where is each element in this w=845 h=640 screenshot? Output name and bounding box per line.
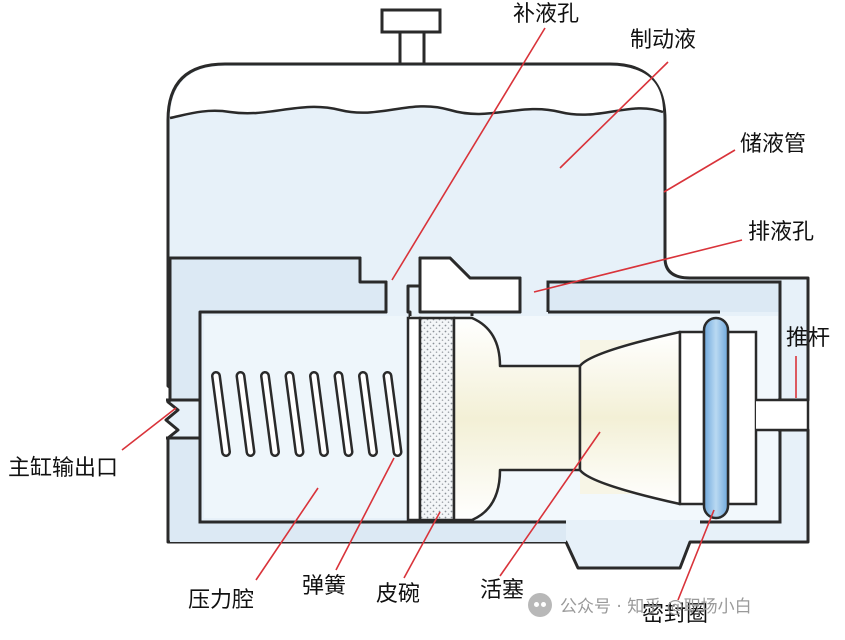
piston (452, 316, 582, 522)
leader-fill-hole (391, 27, 546, 281)
spring (211, 371, 403, 457)
outlet-port (166, 398, 200, 440)
spring-coil-highlight (360, 373, 376, 455)
label-cup: 皮碗 (376, 582, 421, 607)
seal-ring (702, 316, 730, 520)
label-push-rod: 推杆 (786, 326, 831, 351)
spring-coil-highlight (262, 373, 278, 455)
label-fill-hole: 补液孔 (513, 2, 580, 27)
leader-piston (499, 431, 601, 577)
leader-seal-ring (677, 509, 715, 601)
spring-coil-highlight (336, 373, 351, 455)
watermark-text: 公众号 · 知乎 @职场小白 (560, 597, 752, 617)
watermark: 公众号 · 知乎 @职场小白 (528, 592, 752, 617)
piston-head (678, 330, 758, 506)
wechat-icon (528, 592, 552, 617)
leader-outlet (121, 407, 177, 451)
cup (406, 316, 456, 522)
label-outlet: 主缸输出口 (8, 456, 119, 481)
leader-cup (403, 511, 441, 579)
label-drain-hole: 排液孔 (748, 220, 815, 245)
fluid-surface (170, 66, 663, 120)
leader-brake-fluid (559, 61, 669, 169)
spring-coil-highlight (311, 373, 327, 455)
leader-reservoir (663, 149, 736, 193)
leader-lines (121, 27, 797, 601)
label-pressure-chamber: 压力腔 (188, 588, 255, 613)
spring-coil-highlight (287, 373, 302, 455)
spring-coil-highlight (385, 373, 400, 455)
label-reservoir: 储液管 (740, 132, 807, 157)
label-spring: 弹簧 (302, 574, 347, 599)
label-seal-ring: 密封圈 (642, 602, 709, 627)
leader-pressure-chamber (255, 487, 319, 581)
spring-coil-highlight (238, 373, 253, 455)
leader-drain-hole (533, 239, 743, 293)
spring-coil-highlight (213, 373, 229, 455)
label-brake-fluid: 制动液 (630, 28, 697, 53)
pressure-chamber-area (204, 316, 406, 518)
reservoir-cap (380, 8, 442, 66)
leader-spring (335, 457, 395, 571)
label-piston: 活塞 (480, 578, 525, 603)
push-rod (756, 398, 810, 432)
